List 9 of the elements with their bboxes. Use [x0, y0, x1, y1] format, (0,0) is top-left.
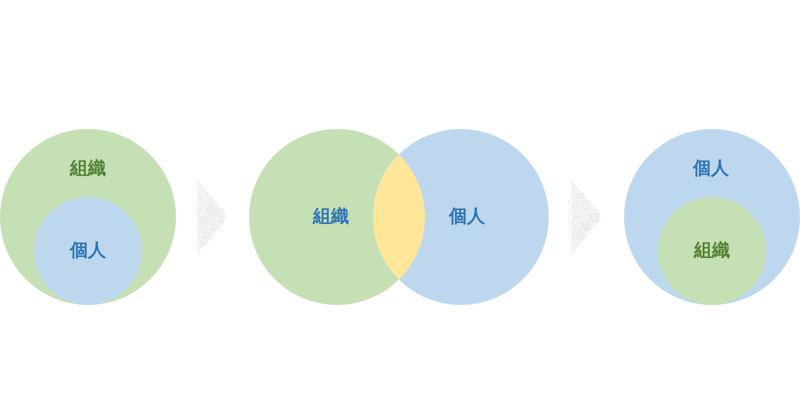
- overlap-lens: [373, 154, 425, 280]
- circle-label: 個人: [70, 241, 106, 261]
- circle-label: 個人: [693, 159, 729, 179]
- chevron-arrow: [198, 180, 228, 254]
- chevron-arrow: [572, 180, 602, 254]
- circle-label: 組織: [694, 241, 730, 261]
- circle-label: 個人: [448, 207, 485, 227]
- circle-label: 組織: [313, 207, 349, 227]
- circle-label: 組織: [70, 159, 106, 179]
